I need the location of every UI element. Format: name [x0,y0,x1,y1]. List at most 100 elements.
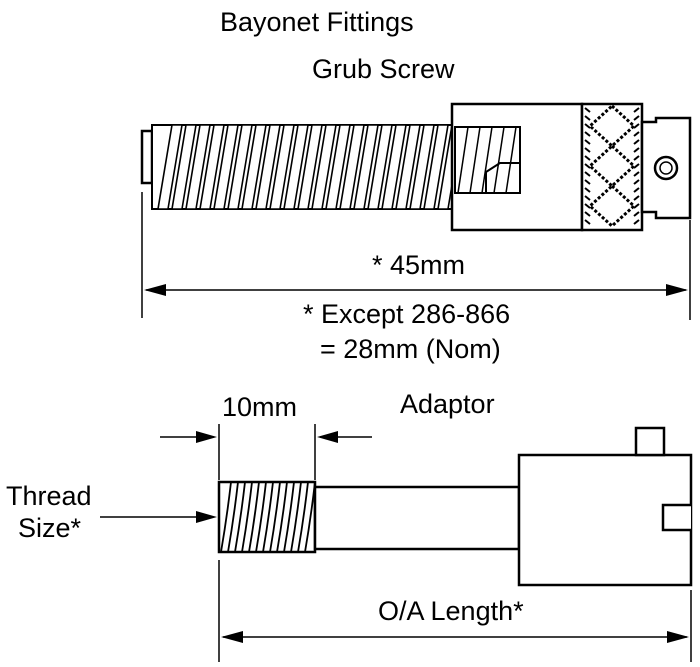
knurl-tick [633,187,640,193]
knurl-tick [584,155,591,161]
knurl-tick [633,219,640,225]
screw-thread-band [353,124,379,210]
knurl-tick [633,203,640,209]
grub-screw-drawing [140,124,463,210]
adaptor-thread-line [220,481,232,553]
knurl-tick [633,195,640,201]
knurl-tick [633,163,640,169]
inner-thread-line [469,126,481,194]
screw-thread-band [269,124,295,210]
except-note-line1: * Except 286-866 [303,299,510,329]
knurl-tick [633,107,640,113]
knurl-tick [584,187,591,193]
screw-thread-band [157,124,183,210]
knurl-tick [584,147,591,153]
nose-hole-inner [659,161,673,175]
screw-thread-band [171,124,197,210]
oa-length-label: O/A Length* [378,596,524,626]
title-label: Bayonet Fittings [220,7,414,37]
housing-inner-thread-hatching [457,126,517,194]
adaptor-thread-line [234,481,246,553]
screw-thread-band [367,124,393,210]
knurl-tick [584,203,591,209]
dimension-10mm [160,424,372,480]
oa-right-arrow [667,631,689,643]
inner-thread-line [457,126,469,194]
adaptor-shaft [313,485,521,551]
screw-thread-band [311,124,337,210]
except-note-line2: = 28mm (Nom) [320,334,501,364]
dimension-oa-length [218,560,692,662]
adaptor-label: Adaptor [400,389,495,419]
screw-thread-band [381,124,407,210]
knurl-tick [633,115,640,121]
thread-size-arrow [196,511,217,523]
thread-size-label-line2: Size* [18,513,82,543]
knurl-tick [633,171,640,177]
dim-45-right-arrow [666,284,688,296]
screw-thread-band [185,124,211,210]
screw-thread-band [227,124,253,210]
knurl-tick [633,131,640,137]
screw-end-cap [140,129,154,185]
bayonet-housing-drawing [450,102,692,232]
bayonet-slot [485,127,521,194]
screw-thread-band [297,124,323,210]
screw-thread-band [339,124,365,210]
knurl-tick [633,123,640,129]
screw-thread-band [241,124,267,210]
knurl-tick [584,179,591,185]
screw-thread-band [423,124,449,210]
screw-thread-band [395,124,421,210]
adaptor-thread-line [297,481,309,553]
screw-thread-hatching [157,124,463,210]
knurl-tick [584,219,591,225]
adaptor-head [517,453,693,587]
nose-hole-outer [653,155,679,181]
knurl-pattern [584,103,640,229]
knurl-tick [584,195,591,201]
adaptor-thread-line [276,481,288,553]
screw-thread-band [255,124,281,210]
inner-thread-line [493,126,505,194]
adaptor-thread-line [269,481,281,553]
thread-size-label-line1: Thread [6,481,92,511]
knurl-tick [633,211,640,217]
inner-thread-line [505,126,517,194]
knurl-tick [584,163,591,169]
dim-45mm-label: * 45mm [372,250,465,280]
oa-left-arrow [221,631,243,643]
screw-thread-band [213,124,239,210]
adaptor-thread-line [241,481,253,553]
screw-thread-band [325,124,351,210]
knurl-tick [584,131,591,137]
screw-thread-band [283,124,309,210]
dim-10-left-arrow [196,431,217,443]
knurl-tick [584,115,591,121]
screw-thread-band [409,124,435,210]
adaptor-thread-line [248,481,260,553]
thread-size-leader [100,511,217,523]
knurl-tick [584,123,591,129]
knurl-tick [584,211,591,217]
dimension-45mm [141,192,691,320]
adaptor-thread-line [290,481,302,553]
screw-thread-band [199,124,225,210]
adaptor-slot [661,503,691,532]
adaptor-thread-line [283,481,295,553]
adaptor-drawing [217,426,693,587]
knurl-tick [633,147,640,153]
adaptor-thread-line [227,481,239,553]
dim-45-left-arrow [144,284,166,296]
adaptor-thread-line [262,481,274,553]
dim-10-right-arrow [317,431,338,443]
knurl-tick [633,179,640,185]
knurl-tick [633,155,640,161]
inner-thread-line [481,126,493,194]
adaptor-thread-line [255,481,267,553]
knurl-tick [584,139,591,145]
knurl-tick [633,139,640,145]
adaptor-pin [634,426,666,457]
knurl-tick [584,107,591,113]
